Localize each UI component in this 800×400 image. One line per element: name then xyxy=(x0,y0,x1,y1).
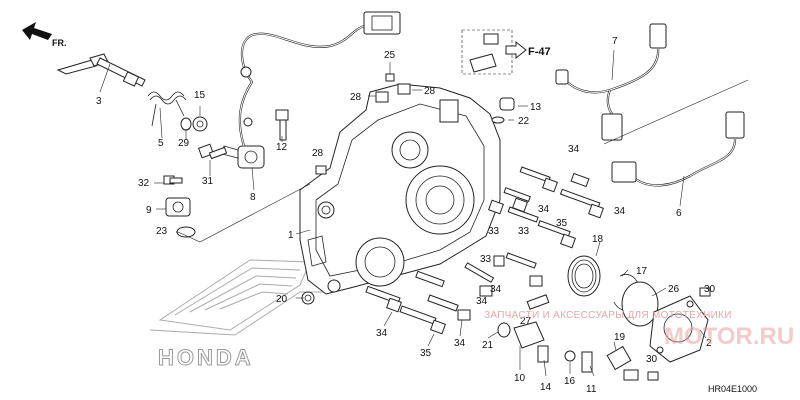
washer-part xyxy=(192,116,208,132)
callout-28-b: 28 xyxy=(424,86,436,97)
callout-25: 25 xyxy=(384,50,396,61)
callout-22: 22 xyxy=(518,116,530,127)
callout-16: 16 xyxy=(564,376,576,387)
callout-6: 6 xyxy=(676,208,682,219)
honda-brand-text: HONDA xyxy=(158,345,254,370)
watermark-text: ЗАПЧАСТИ И АКСЕССУАРЫ ДЛЯ МОТОТЕХНИКИ xyxy=(484,310,732,321)
wire-harness-6-part xyxy=(611,111,745,187)
cover-plate-2-part xyxy=(649,295,709,363)
callout-5: 5 xyxy=(158,138,164,149)
shift-shaft-part xyxy=(56,53,146,87)
callout-34-b: 34 xyxy=(538,204,550,215)
callout-18: 18 xyxy=(592,234,604,245)
callout-20: 20 xyxy=(276,294,288,305)
diagram-code: HR04E1000 xyxy=(708,384,757,394)
callout-17: 17 xyxy=(636,266,648,277)
callout-30-b: 30 xyxy=(646,354,658,365)
callout-19: 19 xyxy=(614,332,626,343)
plug-13-part xyxy=(499,97,515,111)
callout-28-a: 28 xyxy=(350,92,362,103)
o-ring-26-part xyxy=(621,281,659,327)
callout-33-b: 33 xyxy=(518,226,530,237)
callout-34-f: 34 xyxy=(454,338,466,349)
crankcase-cover-part xyxy=(299,83,501,295)
callout-11: 11 xyxy=(586,384,597,395)
callout-29: 29 xyxy=(178,138,190,149)
bolt-group-part xyxy=(464,166,604,297)
reference-f47: F-47 xyxy=(528,46,551,58)
washer-16-part xyxy=(564,350,576,362)
wire-harness-7-part xyxy=(555,23,667,141)
bolt-11-part xyxy=(581,351,593,373)
front-direction-arrow xyxy=(22,22,52,40)
callout-31: 31 xyxy=(202,176,214,187)
bolt-30-part xyxy=(647,287,711,381)
front-direction-label: FR. xyxy=(52,38,67,48)
sensor-9-part xyxy=(165,197,191,217)
callout-34-g: 34 xyxy=(490,284,502,295)
nut-25-part xyxy=(385,73,395,82)
callout-12: 12 xyxy=(276,142,288,153)
callout-14: 14 xyxy=(540,382,552,393)
seal-21-part xyxy=(497,322,511,338)
callout-34-e: 34 xyxy=(376,328,388,339)
sensor-19-part xyxy=(606,345,639,381)
bolt-12-part xyxy=(275,109,289,141)
callout-33-c: 33 xyxy=(480,254,492,265)
callout-8: 8 xyxy=(250,192,256,203)
speed-sensor-part xyxy=(513,294,550,363)
return-spring-part xyxy=(147,91,187,127)
callout-2: 2 xyxy=(706,338,712,349)
callout-labels: 1 2 3 5 6 7 8 9 10 11 12 13 14 15 16 17 … xyxy=(96,36,716,395)
callout-35-b: 35 xyxy=(420,348,432,359)
callout-32: 32 xyxy=(138,178,150,189)
bolt-31-part xyxy=(198,143,228,160)
callout-34-d: 34 xyxy=(476,296,488,307)
callout-13: 13 xyxy=(530,102,542,113)
callout-3: 3 xyxy=(96,96,102,107)
callout-26: 26 xyxy=(668,284,680,295)
callout-34-c: 34 xyxy=(614,206,626,217)
watermark-site: MOTOR.RU xyxy=(664,323,794,350)
callout-21: 21 xyxy=(482,340,494,351)
clamp-part xyxy=(461,29,527,75)
callout-9: 9 xyxy=(146,205,152,216)
callout-30-a: 30 xyxy=(704,284,716,295)
bolt-32-part xyxy=(163,175,183,185)
callout-28-c: 28 xyxy=(312,148,324,159)
callout-1: 1 xyxy=(288,230,294,241)
dowel-pin-part xyxy=(315,83,411,175)
callout-27: 27 xyxy=(520,316,532,327)
callout-34-a: 34 xyxy=(568,144,580,155)
callout-33-a: 33 xyxy=(488,226,500,237)
bearing-18-part xyxy=(567,255,601,297)
callout-35-a: 35 xyxy=(556,218,568,229)
oil-seal-part xyxy=(180,117,192,131)
callout-23: 23 xyxy=(156,226,168,237)
o-ring-22-part xyxy=(491,116,505,124)
lower-bolts-part xyxy=(301,270,471,335)
callout-7: 7 xyxy=(612,36,618,47)
callout-15: 15 xyxy=(194,90,206,101)
gear-position-sensor-part xyxy=(221,11,401,169)
honda-wing-logo xyxy=(149,259,330,336)
leader-lines xyxy=(154,49,707,377)
callout-10: 10 xyxy=(514,373,526,384)
